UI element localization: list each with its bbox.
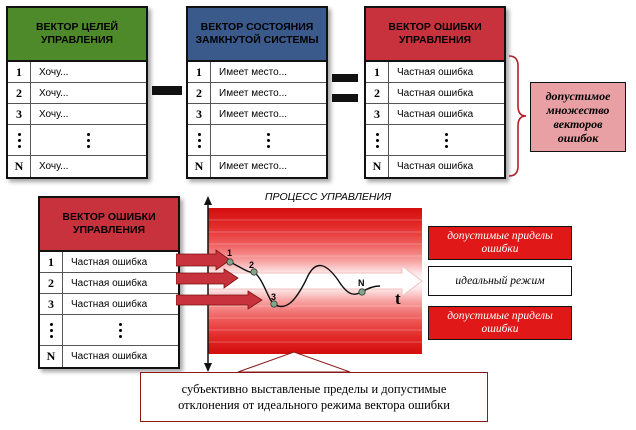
time-label: t (395, 289, 401, 308)
axis-arrow-down-icon (204, 363, 212, 372)
error-vector-title: ВЕКТОР ОШИБКИ УПРАВЛЕНИЯ (366, 8, 504, 62)
curly-brace (508, 55, 527, 177)
allowed-error-set-box: допустимое множество векторов ошибок (530, 82, 626, 152)
vertical-dots-icon (197, 132, 201, 148)
axis-arrow-up-icon (204, 196, 212, 205)
vertical-dots-icon (267, 132, 270, 148)
trajectory-point-3 (270, 300, 278, 308)
vertical-dots-icon (119, 322, 122, 338)
ellipsis-row (8, 125, 146, 156)
band-stripes (208, 219, 422, 343)
trajectory-point-n (358, 288, 366, 296)
process-diagram: 1 2 3 N t (176, 196, 423, 372)
ellipsis-row (40, 315, 178, 346)
upper-error-limit-box: допустимые приделы ошибки (428, 226, 572, 260)
input-arrows (176, 249, 263, 310)
goal-vector-title: ВЕКТОР ЦЕЛЕЙ УПРАВЛЕНИЯ (8, 8, 146, 62)
point-label-n: N (358, 278, 365, 288)
caption-arrow (237, 351, 351, 372)
trajectory-point-2 (250, 268, 258, 276)
vertical-dots-icon (49, 322, 53, 338)
ellipsis-row (188, 125, 326, 156)
state-vector-title: ВЕКТОР СОСТОЯНИЯ ЗАМКНУТОЙ СИСТЕМЫ (188, 8, 326, 62)
equals-sign-top (332, 74, 358, 82)
ellipsis-row (366, 125, 504, 156)
error-vector-title: ВЕКТОР ОШИБКИ УПРАВЛЕНИЯ (40, 198, 178, 252)
ideal-mode-box: идеальный режим (428, 266, 572, 296)
lower-error-limit-box: допустимые приделы ошибки (428, 306, 572, 340)
trajectory-point-1 (226, 258, 234, 266)
process-title: ПРОЦЕСС УПРАВЛЕНИЯ (264, 191, 392, 203)
point-label-1: 1 (227, 248, 232, 258)
vertical-dots-icon (445, 132, 448, 148)
equals-sign-bottom (332, 94, 358, 102)
minus-sign (152, 86, 182, 95)
vertical-dots-icon (375, 132, 379, 148)
subjective-limits-caption: субъективно выставленые пределы и допуст… (140, 372, 488, 422)
vertical-dots-icon (87, 132, 90, 148)
point-label-2: 2 (249, 260, 254, 270)
point-label-3: 3 (271, 292, 276, 302)
vertical-dots-icon (17, 132, 21, 148)
